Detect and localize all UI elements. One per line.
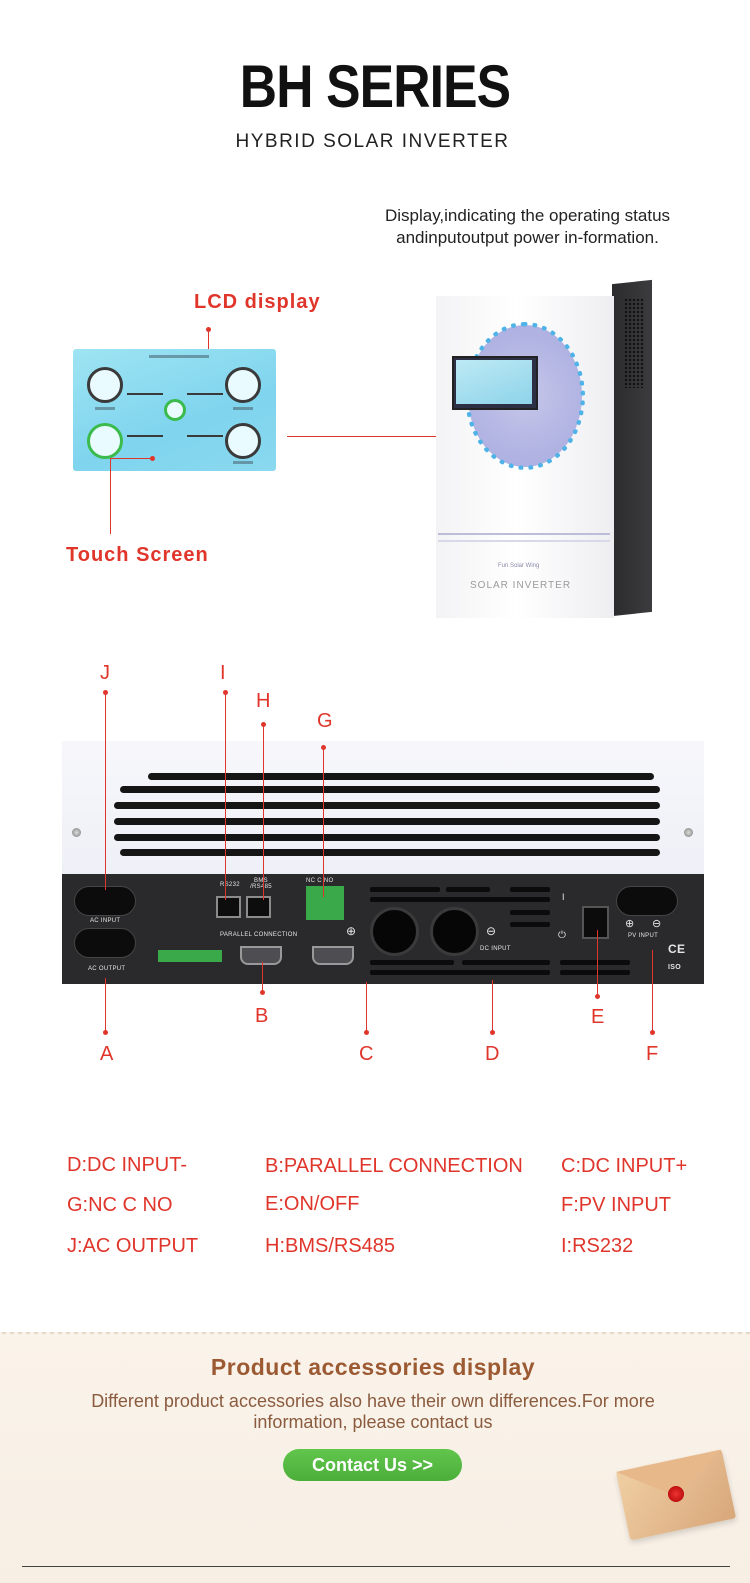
nc-c-no-label: NC C NO (306, 878, 334, 884)
callout-g: G (317, 710, 333, 732)
pv-plus-icon: ⊕ (625, 918, 635, 930)
banner-edge (0, 1332, 750, 1340)
callout-i-line (225, 692, 226, 900)
callout-h-line (263, 724, 264, 900)
callout-d: D (485, 1043, 500, 1065)
contact-us-button[interactable]: Contact Us >> (283, 1449, 462, 1481)
dry-contact-terminal (306, 886, 344, 920)
touch-screen-label: Touch Screen (66, 544, 209, 566)
parallel-terminal (158, 950, 192, 962)
inverter-stripe (438, 533, 610, 535)
callout-dot (595, 994, 600, 999)
bms-rs485-label: BMS /RS485 (250, 878, 272, 890)
legend-item: D:DC INPUT- (67, 1154, 187, 1176)
dc-minus-icon: ⊖ (486, 924, 497, 938)
pv-input-port (616, 886, 678, 916)
touch-screen-leader-v (110, 458, 111, 534)
callout-i: I (220, 662, 226, 684)
callout-a: A (100, 1043, 114, 1065)
page-title: BH SERIES (239, 53, 511, 120)
callout-dot (103, 1030, 108, 1035)
page-subtitle: HYBRID SOLAR INVERTER (235, 131, 510, 152)
callout-c: C (359, 1043, 374, 1065)
power-icon: ⏻ (558, 930, 566, 941)
lcd-label-leader (208, 329, 209, 363)
callout-j-line (105, 692, 106, 890)
lcd-display-closeup (73, 349, 276, 471)
lcd-display-label: LCD display (194, 291, 321, 313)
legend-item: E:ON/OFF (265, 1193, 360, 1215)
inverter-logo: Fun Solar Wing (498, 563, 540, 569)
legend-item: B:PARALLEL CONNECTION (265, 1155, 523, 1177)
screw (72, 828, 81, 837)
on-symbol-icon: I (562, 892, 565, 902)
dc-input-label: DC INPUT (480, 946, 511, 952)
dc-input-minus-port (430, 907, 479, 956)
lcd-to-product-line (287, 436, 477, 437)
ac-output-port (74, 928, 136, 958)
pv-minus-icon: ⊖ (652, 918, 662, 930)
parallel-db9-port (240, 946, 282, 965)
inverter-vent-grille (624, 298, 644, 388)
bottom-divider (22, 1566, 730, 1567)
legend-item: G:NC C NO (67, 1194, 173, 1216)
callout-j: J (100, 662, 110, 684)
callout-e: E (591, 1006, 605, 1028)
ac-output-label: AC OUTPUT (88, 966, 126, 972)
legend-item: I:RS232 (561, 1235, 634, 1257)
parallel-db9-port (312, 946, 354, 965)
accessories-title: Product accessories display (210, 1354, 536, 1380)
touch-screen-leader-h (110, 458, 152, 459)
accessories-text: Different product accessories also have … (91, 1391, 655, 1432)
callout-dot (364, 1030, 369, 1035)
parallel-label: PARALLEL CONNECTION (220, 932, 298, 938)
callout-e-line (597, 930, 598, 996)
legend-item: J:AC OUTPUT (67, 1235, 199, 1257)
rs232-label: RS232 (220, 882, 240, 888)
callout-c-line (366, 982, 367, 1032)
callout-f-line (652, 950, 653, 1032)
iso-mark: ISO (668, 964, 681, 971)
callout-dot (650, 1030, 655, 1035)
callout-dot (260, 990, 265, 995)
legend-item: C:DC INPUT+ (561, 1155, 688, 1177)
screw (684, 828, 693, 837)
parallel-terminal (192, 950, 222, 962)
legend-item: F:PV INPUT (561, 1194, 672, 1216)
callout-b: B (255, 1005, 269, 1027)
rs232-port (216, 896, 241, 918)
pv-input-label: PV INPUT (628, 933, 659, 939)
ce-mark: CE (668, 942, 686, 956)
dc-input-plus-port (370, 907, 419, 956)
inverter-panel-text: SOLAR INVERTER (470, 580, 572, 591)
callout-f: F (646, 1043, 659, 1065)
touch-screen-dot (150, 456, 155, 461)
display-description: Display,indicating the operating status … (384, 206, 671, 247)
callout-b-line (262, 962, 263, 992)
callout-d-line (492, 980, 493, 1032)
callout-dot (490, 1030, 495, 1035)
on-off-switch (582, 906, 609, 939)
callout-a-line (105, 978, 106, 1032)
ac-input-label: AC INPUT (90, 918, 121, 924)
ac-input-port (74, 886, 136, 916)
dc-plus-icon: ⊕ (346, 924, 357, 938)
inverter-screen (456, 360, 532, 404)
bms-rs485-port (246, 896, 271, 918)
callout-h: H (256, 690, 271, 712)
legend-item: H:BMS/RS485 (265, 1235, 396, 1257)
callout-g-line (323, 747, 324, 897)
inverter-stripe (438, 540, 610, 542)
wax-seal-icon (668, 1486, 684, 1502)
